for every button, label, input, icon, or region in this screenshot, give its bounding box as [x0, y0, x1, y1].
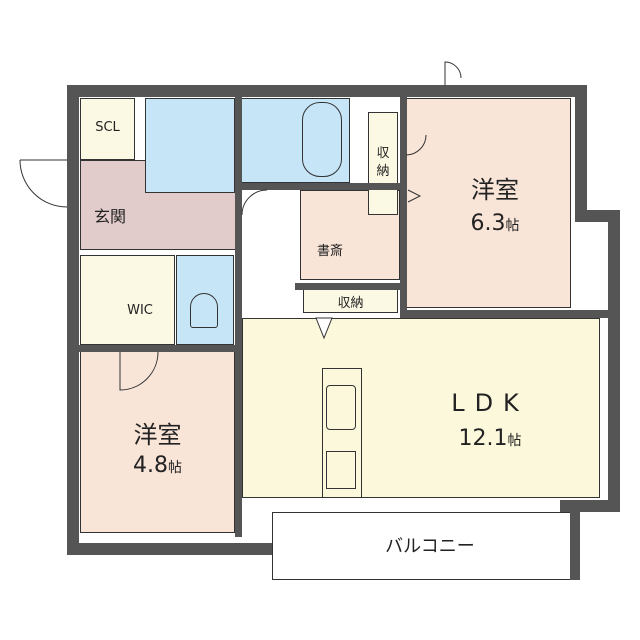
size-value: 12.1 [458, 426, 508, 451]
interior-wall [79, 345, 239, 352]
size-unit: 帖 [168, 460, 182, 476]
balcony [272, 512, 572, 580]
room-scl [80, 98, 135, 160]
room-wic [80, 255, 175, 345]
room-bedroom-2 [80, 350, 235, 533]
room-washroom [145, 98, 235, 193]
outer-wall [67, 85, 79, 555]
interior-wall [400, 310, 610, 318]
room-ldk [242, 318, 600, 498]
balcony-wall [570, 505, 580, 580]
room-label-ldk: LDK [451, 389, 529, 417]
interior-wall [400, 97, 407, 317]
size-value: 4.8 [133, 453, 168, 478]
room-label-storage-2: 収納 [337, 296, 364, 311]
outer-wall [608, 210, 620, 510]
outer-wall [67, 85, 587, 97]
outer-wall [67, 543, 287, 555]
interior-wall [295, 283, 405, 290]
room-bedroom-1 [406, 98, 571, 308]
interior-wall [235, 97, 242, 537]
room-size-bedroom-1: 6.3帖 [430, 210, 560, 240]
room-storage-2 [303, 288, 398, 313]
room-label-bedroom-2: 洋室 [133, 421, 182, 449]
room-label-wic: WIC [127, 303, 153, 318]
room-label-scl: SCL [95, 120, 120, 135]
room-label-genkan: 玄関 [93, 207, 126, 226]
interior-wall [235, 183, 405, 190]
bathtub-icon [302, 102, 342, 177]
room-size-bedroom-2: 4.8帖 [80, 452, 235, 482]
outer-wall [575, 85, 587, 215]
size-value: 6.3 [470, 211, 506, 236]
room-size-ldk: 12.1帖 [420, 425, 560, 455]
size-unit: 帖 [505, 218, 520, 234]
toilet-icon [190, 293, 218, 328]
room-label-bedroom-1: 洋室 [471, 176, 519, 204]
room-label-balcony: バルコニー [385, 536, 475, 557]
room-label-study: 書斎 [316, 244, 343, 259]
size-unit: 帖 [507, 433, 522, 449]
stove-icon [326, 451, 356, 489]
room-storage-1 [368, 112, 398, 215]
sink-icon [326, 385, 356, 430]
room-label-storage-1: 収 納 [376, 146, 390, 179]
